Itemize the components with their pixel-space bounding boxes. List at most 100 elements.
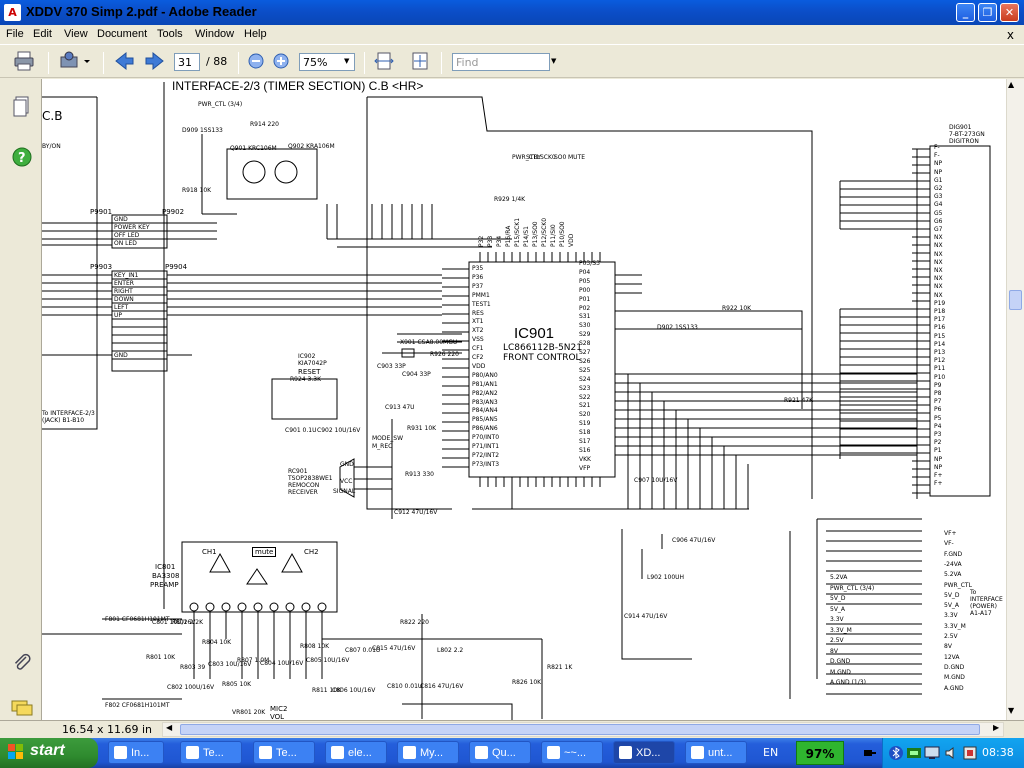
document-view[interactable]: INTERFACE-2/3 (TIMER SECTION) C.B <HR> C… (42, 79, 1006, 720)
component-label: D902 1SS133 (657, 324, 698, 331)
document-close-icon[interactable]: x (1006, 28, 1014, 42)
interface-pin-label: 3.3V (944, 612, 958, 620)
horizontal-scroll-thumb[interactable] (180, 724, 980, 735)
preamp-component-label: R811 10K (312, 687, 342, 694)
display-pin-label: P16 (934, 324, 946, 332)
close-button[interactable]: ✕ (1000, 3, 1019, 22)
pages-icon[interactable] (12, 96, 32, 121)
ic-pin-label: P72/INT2 (472, 451, 500, 459)
taskbar-item[interactable]: ~~... (541, 741, 603, 764)
power-plug-icon[interactable] (862, 746, 876, 760)
ic-pin-label: P34 (496, 235, 503, 247)
display-pin-label: NX (934, 242, 943, 250)
interface-pin-label: M.GND (944, 674, 965, 682)
display-pin-label: P8 (934, 390, 942, 397)
minimize-button[interactable]: _ (956, 3, 975, 22)
left-section-label: C.B (42, 109, 63, 123)
ic-pin-label: P01 (579, 295, 591, 303)
preamp-component-label: C803 10U/16V (208, 661, 252, 668)
menu-view[interactable]: View (64, 28, 88, 40)
toolbar-separator (238, 52, 239, 74)
toolbar-separator (364, 52, 365, 74)
speaker-icon[interactable] (944, 745, 960, 761)
ic-pin-label: P73/INT3 (472, 460, 500, 468)
fit-page-icon[interactable] (408, 51, 432, 73)
menu-help[interactable]: Help (244, 28, 267, 40)
display-pin-label: P14 (934, 340, 946, 348)
component-label: C912 47U/16V (394, 509, 438, 516)
scroll-up-icon[interactable]: ▲ (1008, 80, 1015, 89)
app-icon (186, 746, 199, 759)
menu-tools[interactable]: Tools (157, 28, 183, 40)
security-icon[interactable] (962, 745, 978, 761)
display-pin-label: P1 (934, 447, 942, 455)
battery-meter[interactable]: 97% (796, 741, 844, 765)
clock[interactable]: 08:38 (982, 746, 1014, 759)
ic-pin-label: P10/SO0 (559, 221, 566, 247)
remocon-pin-vcc: VCC (340, 478, 353, 485)
interface-pin-label: -24VA (944, 560, 962, 568)
zoom-level-select[interactable]: 75% (299, 53, 355, 71)
interface-pin-label: PWR_CTL (944, 581, 972, 589)
bluetooth-icon[interactable] (888, 745, 904, 761)
component-label: C914 47U/16V (624, 613, 668, 620)
start-button[interactable]: start (0, 738, 98, 768)
find-input[interactable]: Find (452, 53, 550, 71)
display-pin-label: NX (934, 275, 943, 283)
ch2-label: CH2 (304, 548, 319, 556)
language-indicator[interactable]: EN (763, 746, 779, 759)
display-pin-label: P5 (934, 414, 942, 422)
menu-file[interactable]: File (6, 28, 24, 40)
help-icon[interactable]: ? (11, 146, 33, 171)
ic-pin-label: P15/SCK1 (514, 217, 521, 247)
ic-pin-label: S21 (579, 402, 591, 410)
preamp-component-label: C816 47U/16V (420, 683, 464, 690)
connector-line-label: RIGHT (114, 288, 133, 295)
display-pin-label: G1 (934, 176, 943, 184)
zoom-out-icon[interactable] (244, 51, 268, 73)
scroll-left-icon[interactable]: ◀ (166, 723, 173, 732)
comments-icon[interactable] (11, 700, 33, 719)
network-icon[interactable] (906, 745, 922, 761)
taskbar-item[interactable]: Qu... (469, 741, 531, 764)
scroll-right-icon[interactable]: ▶ (993, 723, 1000, 732)
menu-document[interactable]: Document (97, 28, 148, 40)
chevron-down-icon[interactable]: ▼ (551, 57, 557, 65)
vertical-scrollbar[interactable] (1006, 79, 1024, 720)
taskbar-item[interactable]: Te... (180, 741, 242, 764)
next-page-icon[interactable] (143, 51, 167, 73)
adobe-reader-app-icon[interactable]: A (4, 4, 21, 21)
fit-width-icon[interactable] (372, 51, 396, 73)
organizer-icon[interactable] (57, 51, 93, 73)
interface-pin-label: VF+ (944, 530, 957, 537)
taskbar-item[interactable]: My... (397, 741, 459, 764)
previous-page-icon[interactable] (112, 51, 136, 73)
ic-pin-label: S30 (579, 322, 591, 330)
chevron-down-icon[interactable]: ▼ (344, 57, 350, 65)
taskbar-item[interactable]: In... (108, 741, 164, 764)
taskbar-item-active[interactable]: XD... (613, 741, 675, 764)
interface-pin-label: 8V (944, 643, 952, 651)
taskbar-item[interactable]: Te... (253, 741, 315, 764)
page-size-label: 16.54 x 11.69 in (62, 723, 153, 736)
ic902-part: KIA7042P (298, 360, 327, 367)
display-pin-label: G5 (934, 209, 943, 217)
ic-pin-label: S31 (579, 313, 591, 321)
preamp-component-label: C802 100U/16V (167, 684, 215, 691)
maximize-button[interactable]: ❐ (978, 3, 997, 22)
menu-window[interactable]: Window (195, 28, 235, 40)
scroll-down-icon[interactable]: ▼ (1008, 706, 1015, 715)
zoom-in-icon[interactable] (269, 51, 293, 73)
taskbar-item[interactable]: ele... (325, 741, 387, 764)
print-icon[interactable] (12, 51, 36, 73)
display-settings-icon[interactable] (924, 745, 940, 761)
attachments-icon[interactable] (11, 652, 33, 677)
menu-edit[interactable]: Edit (33, 28, 52, 40)
connector-line-label: GND (114, 216, 128, 223)
menu-bar (0, 25, 1024, 45)
taskbar-item[interactable]: unt... (685, 741, 747, 764)
page-number-input[interactable]: 31 (174, 53, 200, 71)
svg-text:?: ? (18, 151, 26, 166)
vertical-scroll-thumb[interactable] (1009, 290, 1022, 310)
preamp-component-label: C810 0.01U (387, 683, 423, 690)
